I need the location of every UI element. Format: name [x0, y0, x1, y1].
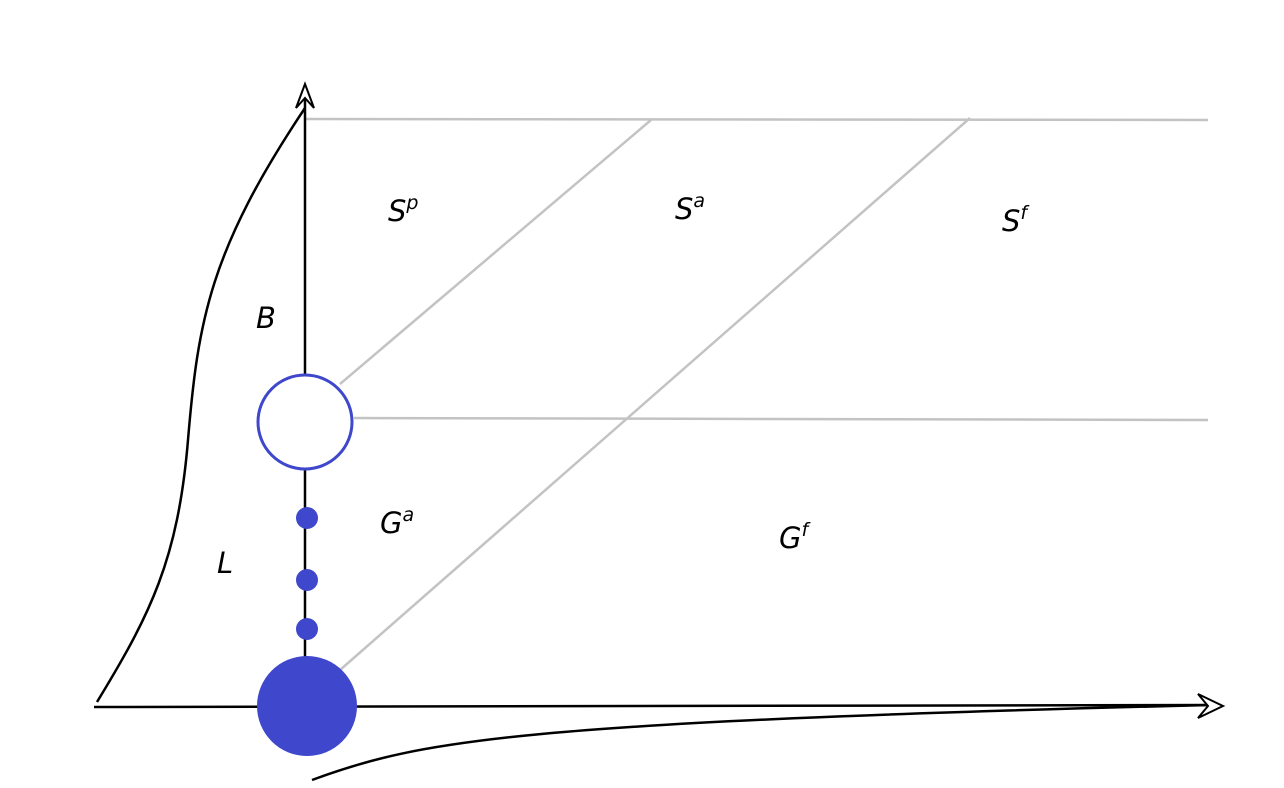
small-node-3 [296, 618, 318, 640]
label-g-a: Ga [380, 504, 414, 540]
label-s-p: Sp [388, 192, 418, 228]
open-node [256, 373, 354, 471]
left-distribution-curve [95, 107, 307, 703]
label-s-f: Sf [1002, 202, 1030, 238]
small-node-1 [296, 507, 318, 529]
label-l: L [217, 546, 233, 580]
diagonal-line-a [339, 119, 652, 385]
label-b: B [256, 301, 276, 335]
bottom-distribution-curve [311, 703, 1211, 782]
label-s-a: Sa [675, 190, 705, 226]
label-g-f: Gf [779, 519, 811, 555]
middle-boundary-line [353, 416, 1209, 422]
x-axis-arrow-icon [1197, 693, 1226, 719]
y-axis-arrow-icon [295, 81, 315, 109]
diagonal-line-f [339, 117, 971, 671]
top-boundary-line [304, 117, 1209, 122]
filled-origin-node [257, 656, 357, 756]
small-node-2 [296, 569, 318, 591]
